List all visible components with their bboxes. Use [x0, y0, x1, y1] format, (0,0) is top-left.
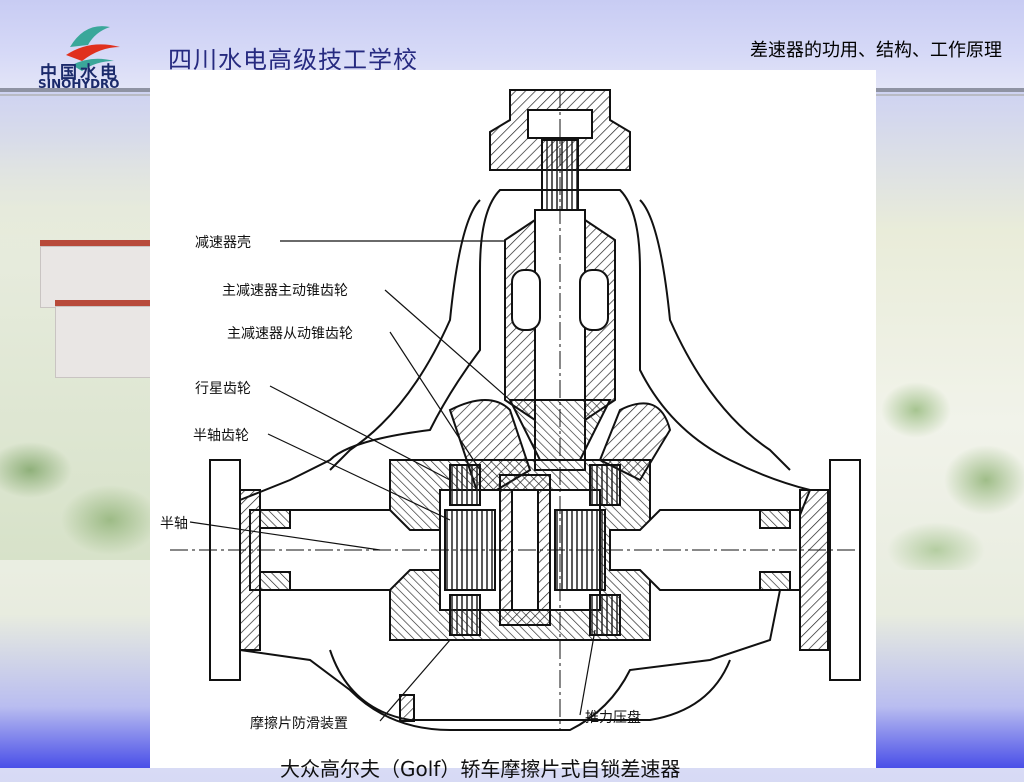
- background-scenery-left: [0, 140, 152, 560]
- sinohydro-logo-icon: [66, 26, 120, 71]
- label-half-shaft: 半轴: [160, 516, 188, 532]
- differential-cross-section-diagram: [170, 89, 861, 731]
- label-main-drive-bevel-gear: 主减速器主动锥齿轮: [222, 283, 348, 299]
- slide-title: 差速器的功用、结构、工作原理: [750, 40, 1002, 61]
- label-anti-slip-device: 摩擦片防滑装置: [250, 716, 348, 732]
- school-name: 四川水电高级技工学校: [168, 46, 418, 74]
- diagram-panel: 减速器壳 主减速器主动锥齿轮 主减速器从动锥齿轮 行星齿轮 半轴齿轮 半轴 摩擦…: [150, 70, 876, 781]
- logo-chinese-text: 中国水电: [40, 63, 120, 83]
- label-main-driven-bevel-gear: 主减速器从动锥齿轮: [227, 326, 353, 342]
- label-side-gear: 半轴齿轮: [193, 428, 249, 444]
- logo-english-text: SINOHYDRO: [38, 77, 120, 91]
- label-reducer-housing: 减速器壳: [195, 235, 251, 251]
- label-planet-gear: 行星齿轮: [195, 381, 251, 397]
- label-thrust-plate: 推力压盘: [585, 710, 641, 726]
- background-scenery-right: [876, 150, 1024, 570]
